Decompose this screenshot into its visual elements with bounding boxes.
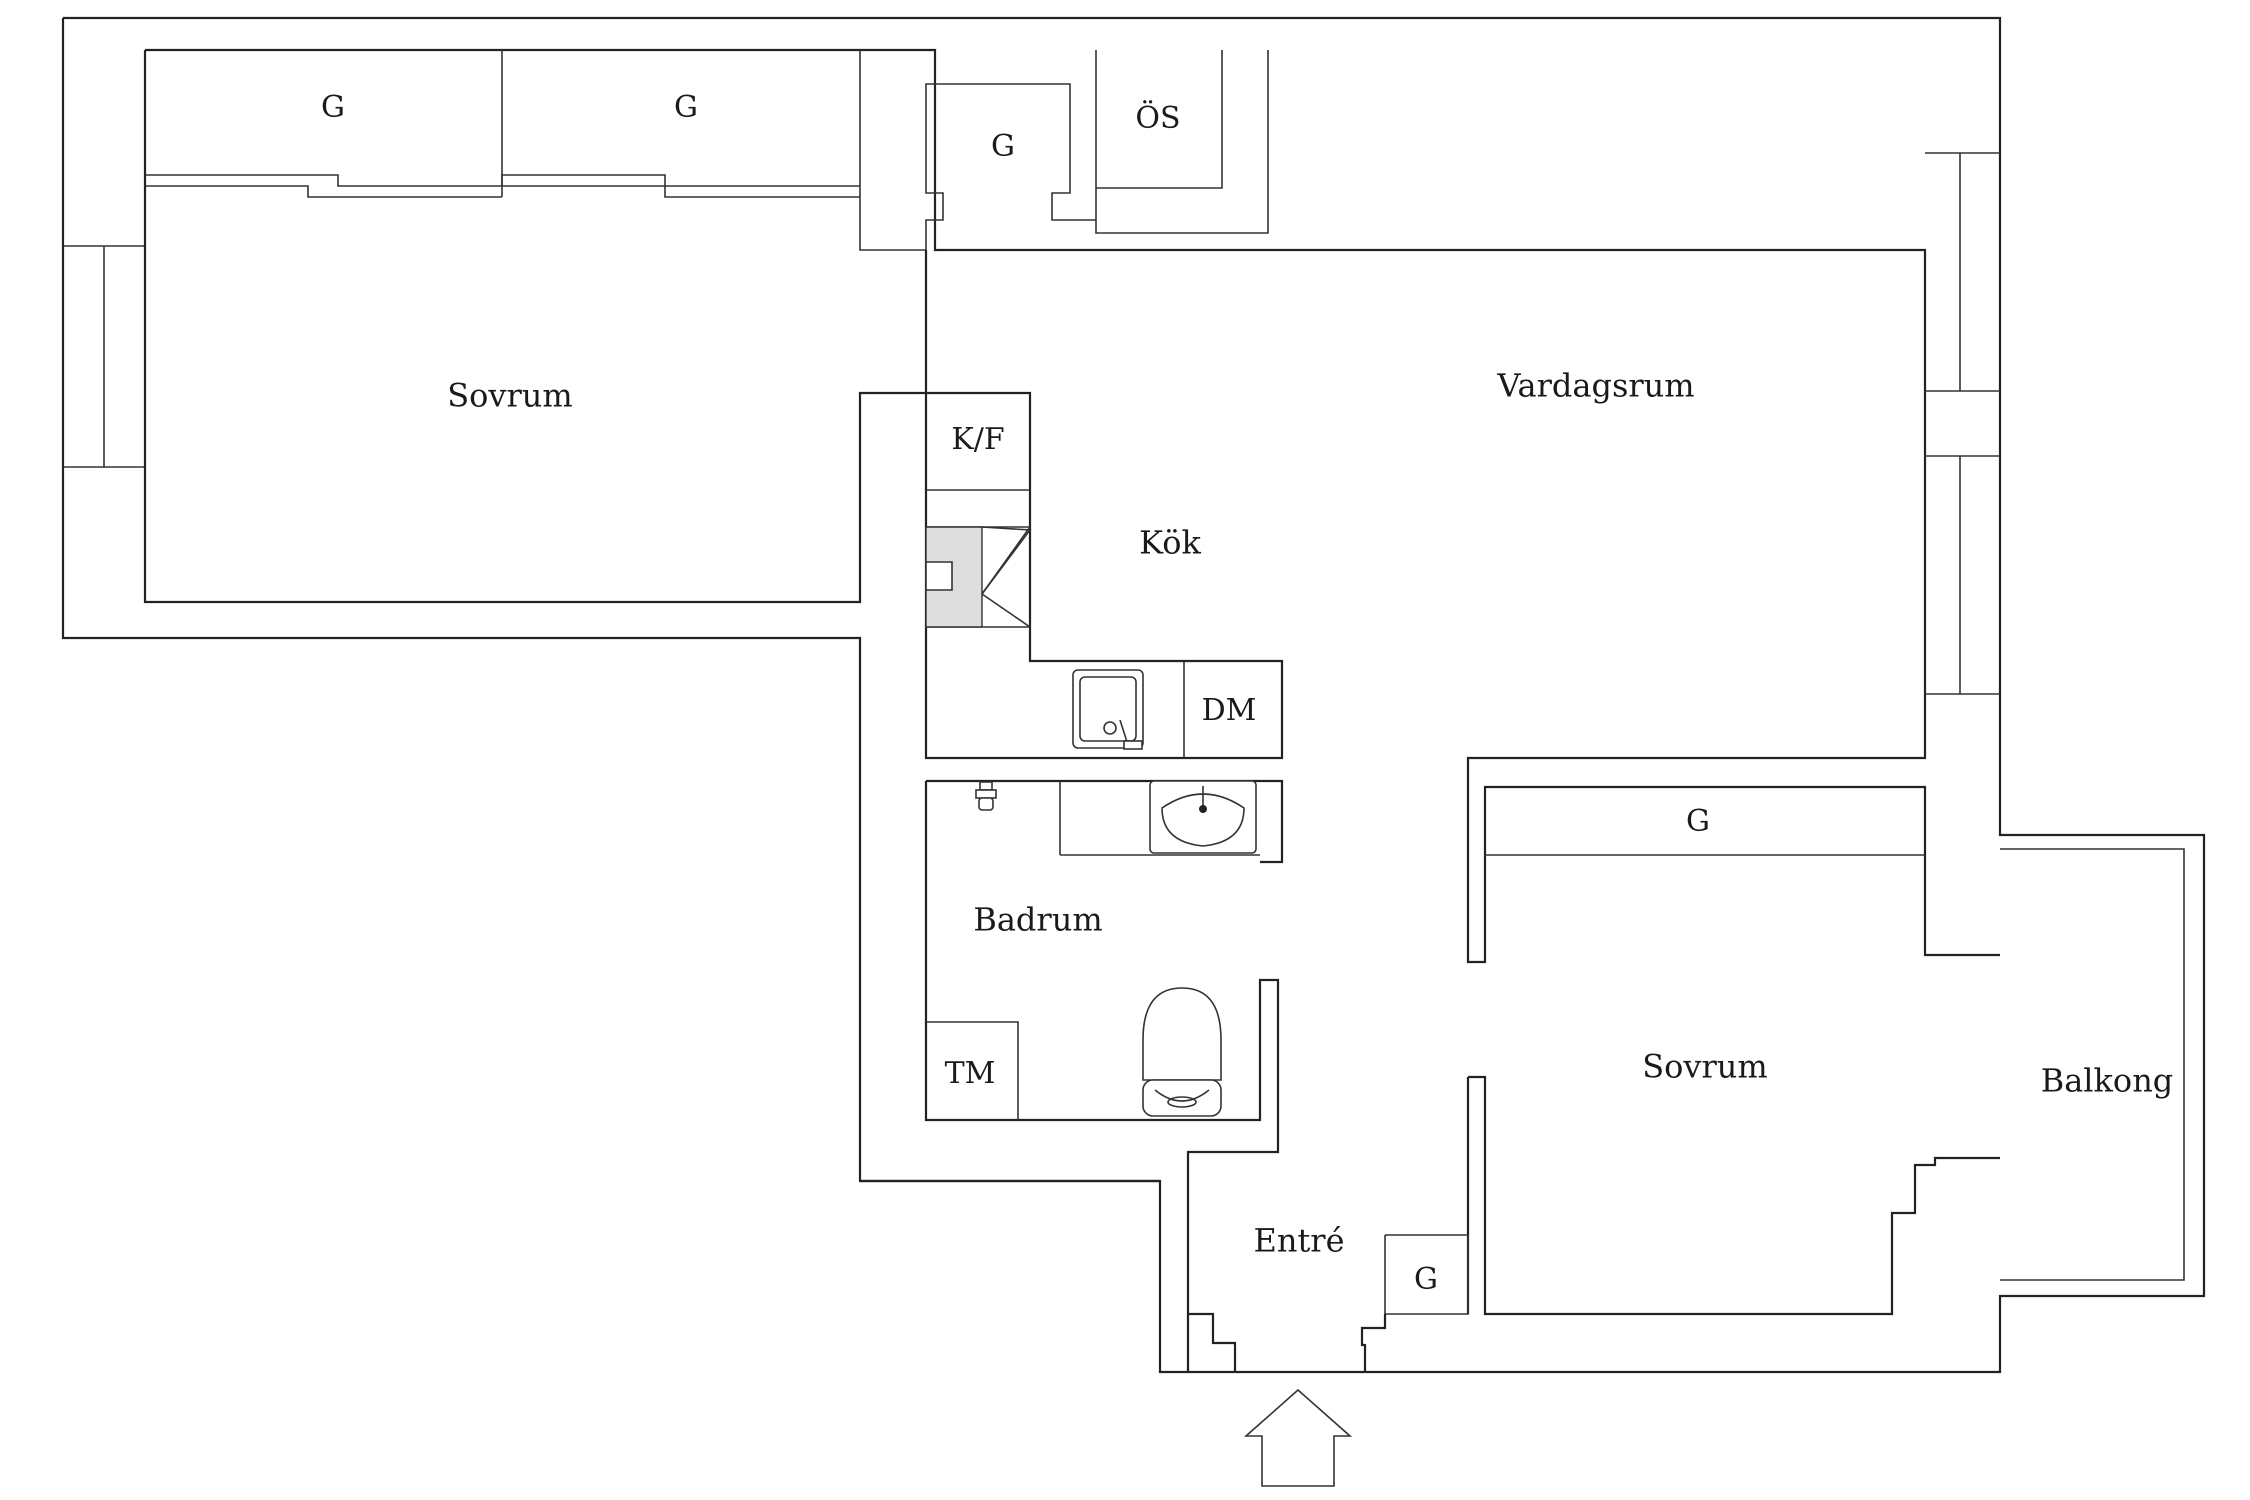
- right-windows: [1925, 152, 2000, 695]
- wardrobe-label-sovrum-right: G: [1686, 804, 1710, 839]
- kitchen-sink-icon: [1072, 669, 1144, 750]
- wardrobe-label-1: G: [321, 90, 345, 125]
- entrance-walls: [1188, 1312, 1387, 1372]
- left-bedroom-walls: [143, 50, 1269, 604]
- room-label-balkong: Balkong: [2041, 1062, 2174, 1100]
- room-label-sovrum-left: Sovrum: [447, 377, 573, 415]
- hob-icon: [925, 526, 1032, 628]
- dishwasher-label: DM: [1202, 693, 1257, 728]
- right-bedroom-walls: [1384, 854, 2000, 1316]
- room-label-badrum: Badrum: [973, 901, 1102, 939]
- entrance-arrow-icon: [1243, 1388, 1353, 1487]
- wardrobe-label-entre: G: [1414, 1262, 1438, 1297]
- fridge-freezer-label: K/F: [951, 422, 1004, 457]
- room-label-entre: Entré: [1253, 1222, 1344, 1260]
- overskap-label: ÖS: [1135, 100, 1180, 136]
- wash-basin-icon: [1149, 780, 1257, 854]
- room-label-sovrum-right: Sovrum: [1642, 1048, 1768, 1086]
- bathroom-walls: [860, 779, 1284, 1372]
- shower-tap-icon: [975, 781, 997, 811]
- room-label-vardagsrum: Vardagsrum: [1496, 367, 1694, 405]
- balcony: [2000, 848, 2185, 1281]
- washing-machine-label: TM: [945, 1056, 996, 1091]
- outer-walls: [61, 16, 2206, 1374]
- left-window: [63, 245, 145, 468]
- wardrobe-label-2: G: [674, 90, 698, 125]
- room-label-kok: Kök: [1139, 524, 1201, 562]
- kitchen-walls: [924, 391, 1284, 760]
- wardrobe-label-3: G: [991, 129, 1015, 164]
- toilet-icon: [1142, 987, 1222, 1117]
